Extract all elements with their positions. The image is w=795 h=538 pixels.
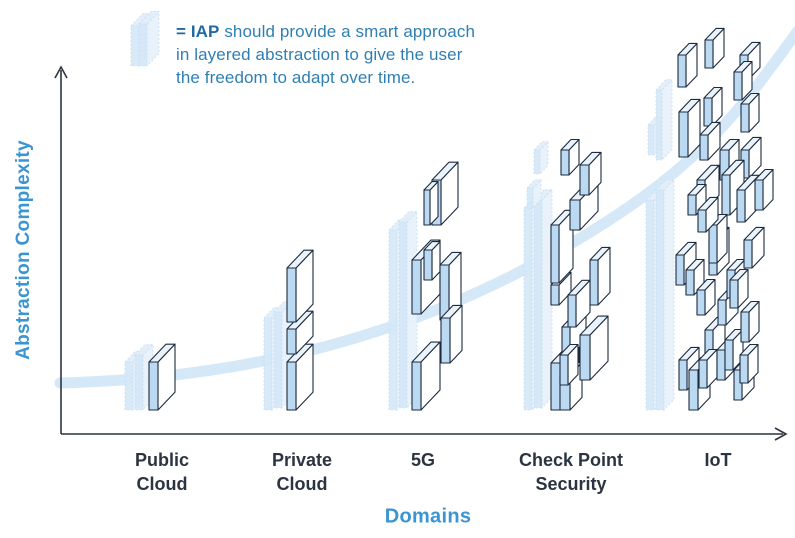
abstraction-block [739, 343, 759, 384]
abstraction-block [696, 278, 716, 316]
abstraction-block [423, 241, 441, 281]
ghost-block [533, 141, 549, 175]
legend-key: = IAP [176, 22, 220, 41]
category-5g: 5G [348, 448, 498, 472]
iap-legend-icon [130, 10, 160, 67]
x-axis-title: Domains [384, 505, 472, 528]
abstraction-block [704, 27, 725, 69]
category-label-line1: IoT [704, 450, 732, 470]
abstraction-block [286, 343, 314, 411]
y-axis [54, 65, 68, 434]
ghost-block [655, 79, 673, 161]
category-label-line2: Cloud [276, 474, 328, 494]
abstraction-block [423, 181, 439, 226]
category-label-line2: Cloud [136, 474, 188, 494]
abstraction-block [740, 300, 760, 343]
abstraction-block [567, 279, 591, 328]
category-label-line2: Security [535, 474, 607, 494]
abstraction-blocks [148, 27, 774, 411]
abstraction-block [589, 246, 611, 306]
abstraction-block [687, 183, 707, 216]
abstraction-block [559, 343, 579, 386]
category-label-line1: 5G [410, 450, 435, 470]
abstraction-block [677, 42, 698, 88]
legend-caption: = IAP should provide a smart approach in… [176, 20, 476, 89]
abstraction-block [286, 310, 314, 355]
category-label-line1: Private [271, 450, 333, 470]
legend-description: should provide a smart approach in layer… [176, 22, 476, 87]
category-iot: IoT [643, 448, 793, 472]
abstraction-block [697, 196, 719, 233]
abstraction-block [678, 98, 701, 158]
ghost-block [138, 10, 160, 67]
category-label-line1: Check Point [518, 450, 624, 470]
abstraction-block [724, 328, 744, 371]
abstraction-block [286, 249, 314, 323]
abstraction-block [743, 226, 765, 269]
ghost-block [533, 189, 553, 409]
abstraction-block [579, 315, 609, 381]
abstraction-block [699, 121, 721, 161]
abstraction-block [729, 268, 749, 309]
abstraction-block [708, 213, 728, 264]
abstraction-block [440, 304, 463, 364]
abstraction-block [431, 161, 459, 226]
abstraction-block [703, 86, 723, 127]
abstraction-block [148, 343, 176, 411]
y-axis-title: Abstraction Complexity [13, 140, 34, 360]
abstraction-block [754, 168, 774, 211]
category-label-line1: Public [134, 450, 189, 470]
abstraction-block [579, 151, 602, 196]
abstraction-block [411, 341, 441, 411]
ghost-block [526, 179, 542, 209]
abstraction-block [698, 348, 718, 389]
ghost-block [655, 179, 675, 411]
abstraction-block [733, 60, 753, 101]
x-axis [61, 427, 788, 441]
abstraction-block [740, 92, 760, 133]
abstraction-block [560, 138, 580, 176]
